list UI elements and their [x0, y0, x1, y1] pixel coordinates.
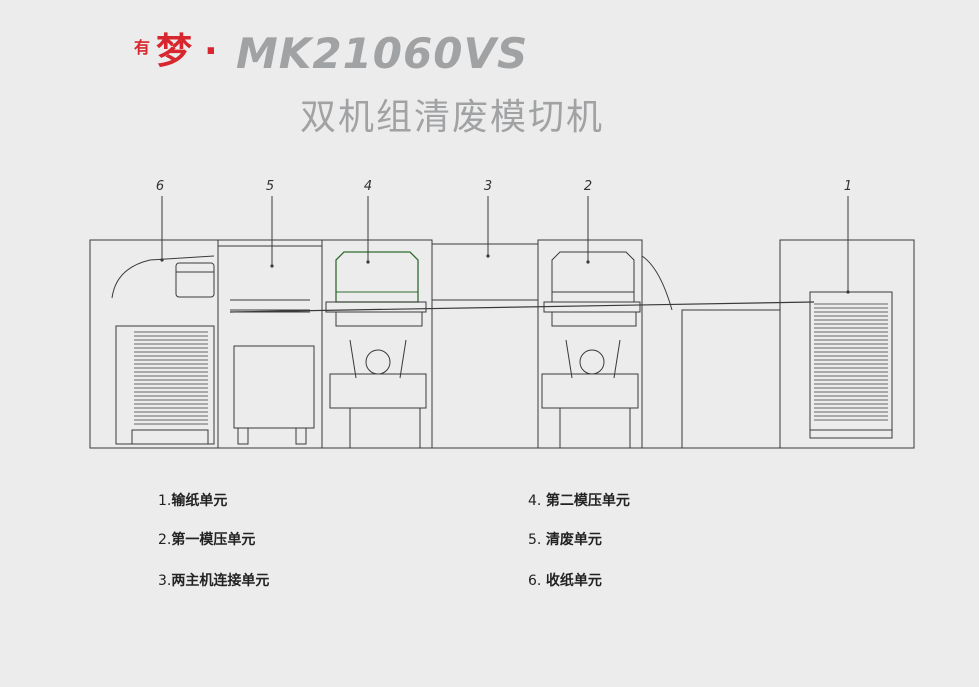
brand-logo: 有 梦 · MK21060VS [134, 30, 594, 82]
legend-label: 第一模压单元 [171, 532, 256, 548]
callout-number-3: 3 [484, 179, 492, 194]
callout-dots [160, 254, 850, 294]
legend-number: 6 [528, 573, 537, 589]
legend-label: 收纸单元 [545, 573, 602, 589]
legend-number: 4 [528, 493, 537, 509]
legend-number: 1 [158, 493, 167, 509]
legend-label: 第二模压单元 [545, 493, 630, 509]
callout-number-4: 4 [364, 179, 372, 194]
page-subtitle: 双机组清废模切机 [300, 97, 605, 138]
legend-item-4: 4. 第二模压单元 [528, 493, 630, 509]
second-die-unit-drawing [321, 239, 433, 449]
legend-number: 2 [158, 532, 167, 548]
legend-item-2: 2.第一模压单元 [158, 532, 256, 548]
legend-label: 两主机连接单元 [171, 573, 270, 589]
legend-item-6: 6. 收纸单元 [528, 573, 602, 589]
stripping-unit-drawing [217, 239, 323, 449]
connection-unit-drawing [431, 243, 539, 449]
model-number: MK21060VS [236, 29, 529, 78]
feeder-stack-lines [814, 303, 888, 421]
legend-item-3: 3.两主机连接单元 [158, 573, 270, 589]
legend-number: 3 [158, 573, 167, 589]
brand-separator: · [204, 31, 218, 72]
link-frame [681, 309, 781, 449]
callout-leaders [161, 196, 849, 292]
sheet-path-line [229, 301, 815, 313]
legend-number: 5 [528, 532, 537, 548]
brand-name: 梦 [156, 31, 193, 72]
feeder-unit-drawing [779, 239, 915, 449]
delivery-unit-drawing [89, 239, 219, 449]
callout-number-6: 6 [156, 179, 164, 194]
legend-item-1: 1.输纸单元 [158, 493, 228, 509]
legend-label: 输纸单元 [171, 493, 228, 509]
legend-item-5: 5. 清废单元 [528, 532, 602, 548]
first-die-unit-drawing [537, 239, 673, 449]
machine-diagram: 6 5 4 3 2 1 [89, 179, 915, 449]
callout-number-1: 1 [844, 179, 852, 194]
callout-number-5: 5 [266, 179, 274, 194]
callout-number-2: 2 [584, 179, 592, 194]
delivery-stack-lines [134, 331, 208, 425]
brand-prefix: 有 [134, 38, 151, 57]
legend-label: 清废单元 [545, 532, 602, 548]
